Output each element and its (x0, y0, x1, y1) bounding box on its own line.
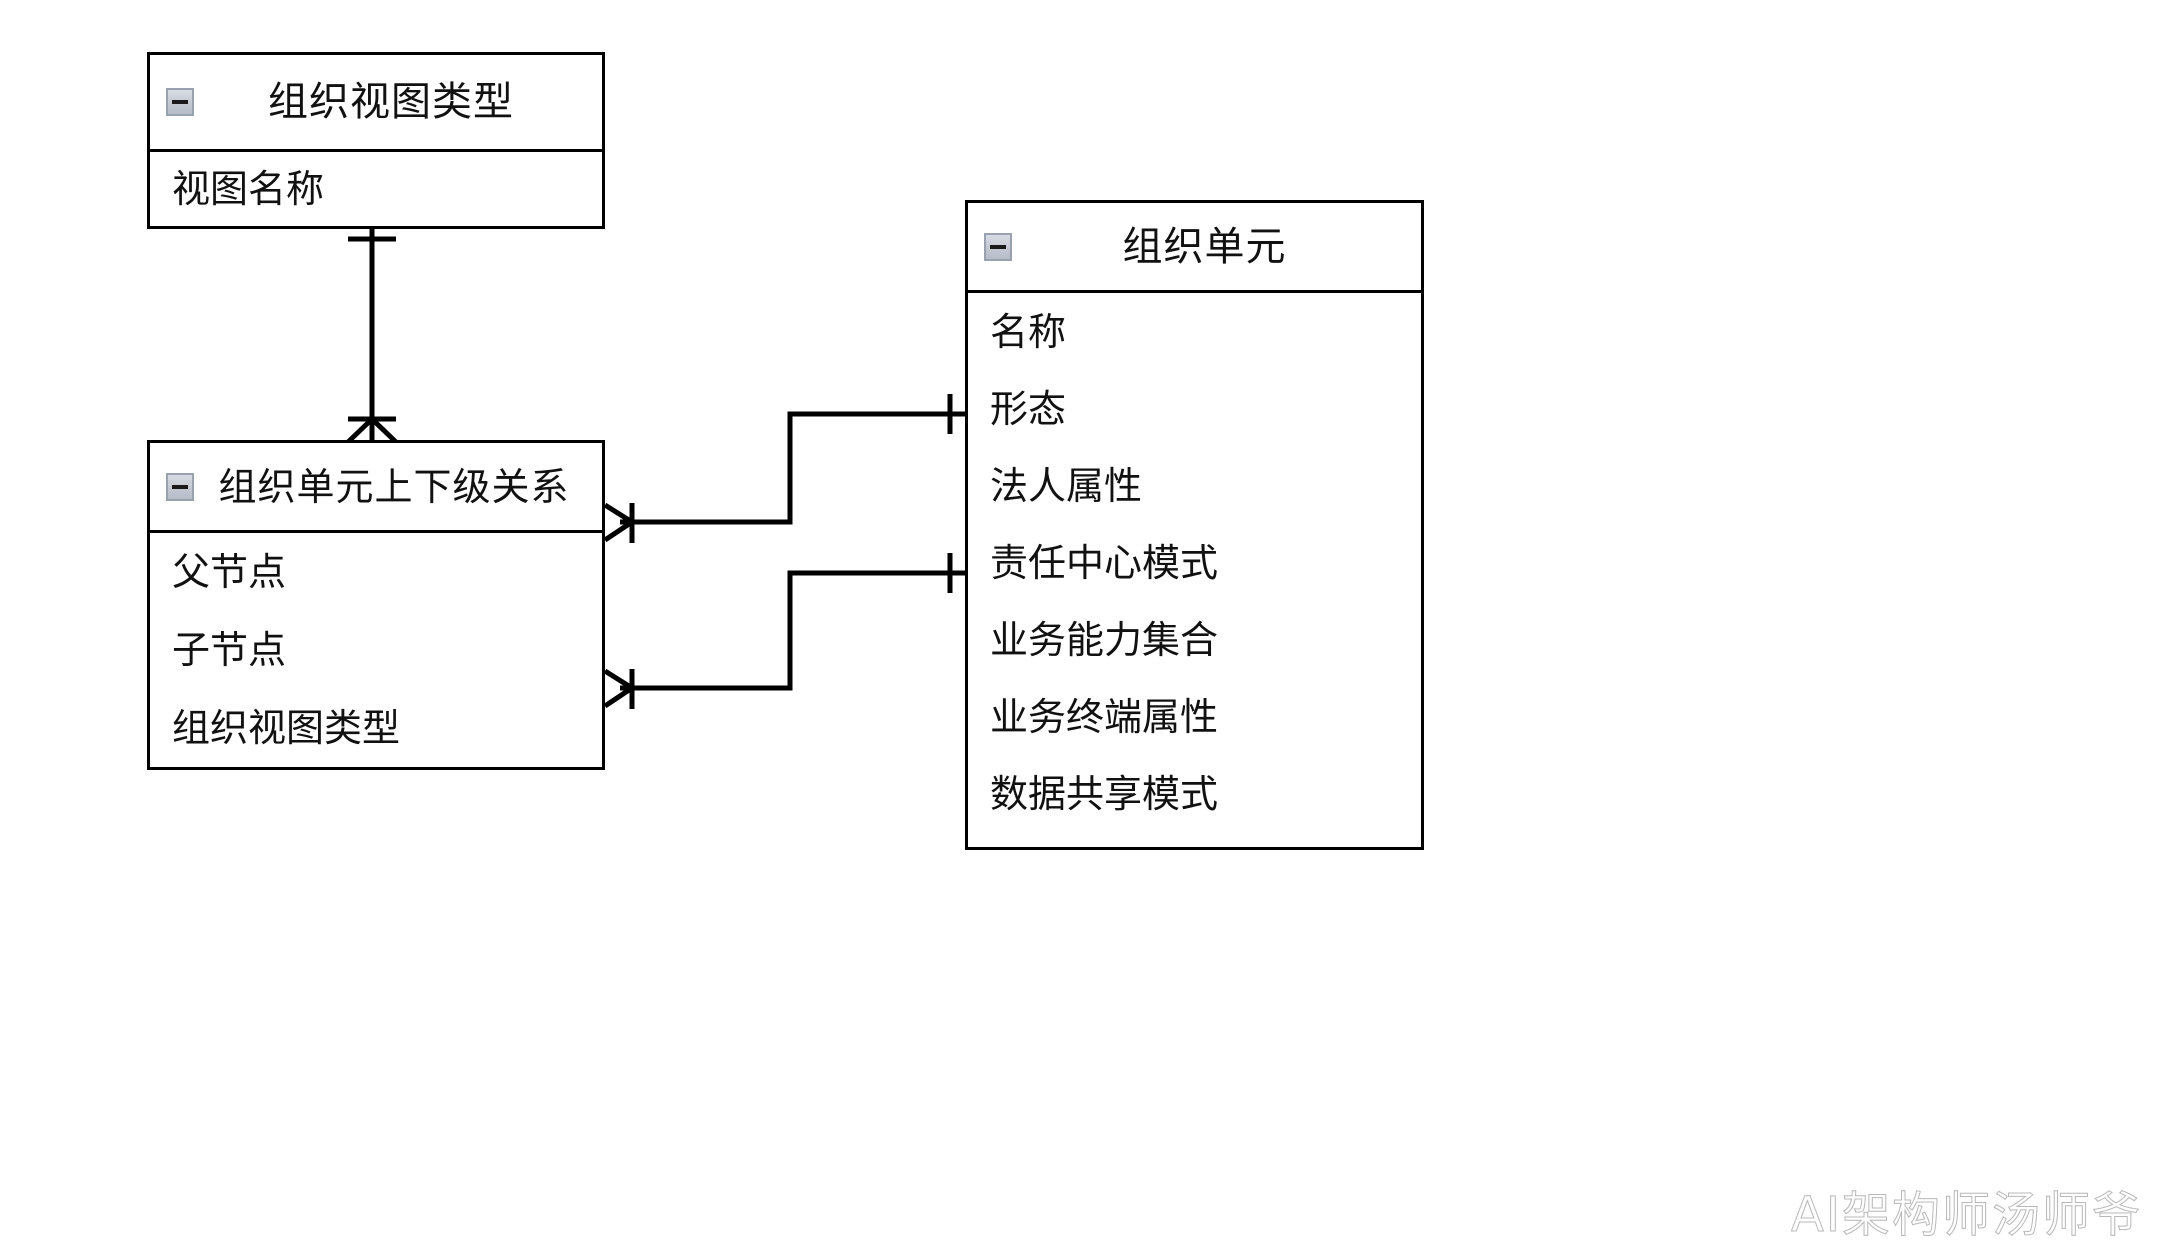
entity-header: 组织单元上下级关系 (150, 443, 602, 533)
watermark: AI架构师汤师爷 (1791, 1187, 2142, 1243)
entity-title: 组织视图类型 (268, 79, 514, 125)
entity-org-unit-hierarchy[interactable]: 组织单元上下级关系 父节点 子节点 组织视图类型 (147, 440, 605, 770)
entity-attribute[interactable]: 数据共享模式 (990, 771, 1219, 816)
entity-attribute[interactable]: 责任中心模式 (990, 540, 1219, 585)
entity-org-unit[interactable]: 组织单元 名称 形态 法人属性 责任中心模式 业务能力集合 业务终端属性 数据共… (965, 200, 1424, 850)
connector-view-type-to-hierarchy (345, 229, 399, 445)
cardinality-many-crowsfoot (603, 502, 635, 543)
entity-attribute-list: 父节点 子节点 组织视图类型 (150, 533, 602, 767)
entity-attribute[interactable]: 业务能力集合 (990, 617, 1219, 662)
entity-attribute[interactable]: 父节点 (172, 550, 287, 594)
entity-org-view-type[interactable]: 组织视图类型 视图名称 (147, 52, 605, 229)
minus-icon[interactable] (984, 232, 1012, 261)
entity-attribute[interactable]: 形态 (990, 386, 1067, 431)
entity-header: 组织单元 (968, 203, 1421, 293)
entity-title: 组织单元 (1122, 223, 1287, 270)
minus-icon[interactable] (166, 88, 194, 116)
entity-title: 组织单元上下级关系 (218, 464, 570, 509)
entity-attribute[interactable]: 子节点 (172, 628, 287, 672)
entity-attribute[interactable]: 组织视图类型 (172, 706, 401, 750)
connector-hierarchy-parent-to-unit (603, 394, 965, 543)
entity-attribute[interactable]: 名称 (990, 309, 1067, 354)
cardinality-many-crowsfoot (603, 668, 635, 709)
minus-icon[interactable] (166, 472, 194, 501)
entity-attribute-list: 视图名称 (150, 152, 602, 226)
entity-header: 组织视图类型 (150, 55, 602, 152)
entity-attribute[interactable]: 视图名称 (172, 167, 325, 211)
entity-attribute[interactable]: 业务终端属性 (990, 694, 1219, 739)
entity-attribute-list: 名称 形态 法人属性 责任中心模式 业务能力集合 业务终端属性 数据共享模式 (968, 293, 1421, 832)
connector-hierarchy-child-to-unit (603, 553, 965, 709)
entity-attribute[interactable]: 法人属性 (990, 463, 1143, 508)
